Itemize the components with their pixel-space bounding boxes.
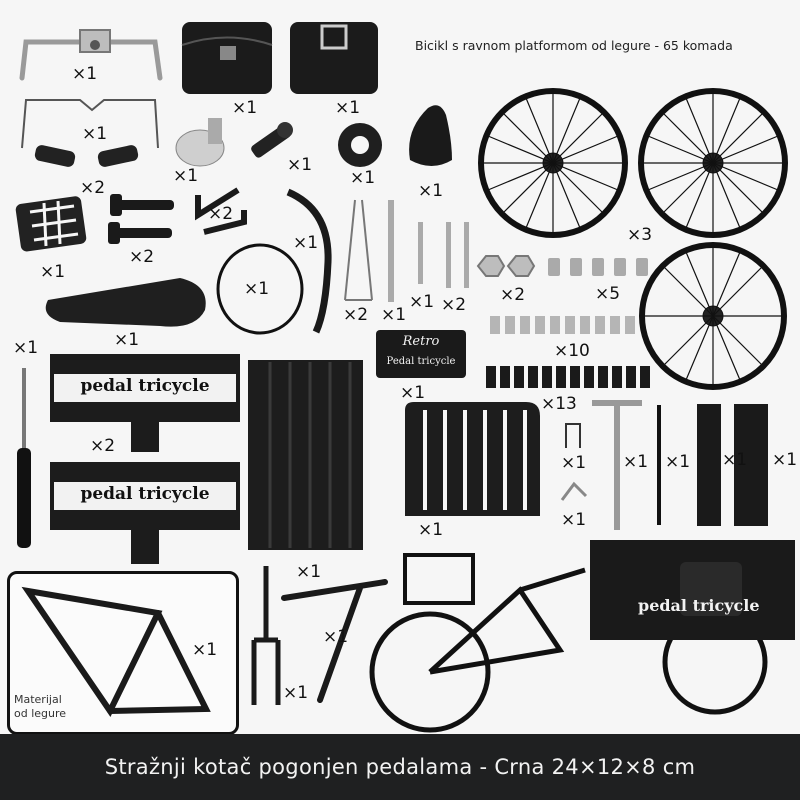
qty-spring-clip: ×2 (343, 305, 369, 325)
qty-sprocket: ×1 (350, 168, 376, 188)
qty-u-clip: ×1 (561, 453, 587, 473)
fender-part (286, 188, 332, 334)
chain-part (216, 243, 304, 335)
grips-part (34, 145, 139, 167)
qty-chain: ×1 (244, 279, 270, 299)
nameplate-bottom-text: Pedal tricycle (386, 356, 456, 367)
qty-screws-b: ×13 (541, 394, 577, 414)
qty-screwdriver: ×1 (13, 338, 39, 358)
qty-kickstand: ×1 (323, 627, 349, 647)
back-panel-part (405, 402, 540, 516)
qty-saddle: ×1 (418, 181, 444, 201)
product-title: Bicikl s ravnom platformom od legure - 6… (415, 38, 733, 53)
frame-label-line1: Materijal (14, 693, 62, 706)
saddle-part (409, 105, 452, 166)
qty-handlebar: ×1 (72, 64, 98, 84)
hook-part (560, 481, 588, 501)
pedals-part (108, 194, 174, 244)
frame-label-line2: od legure (14, 707, 67, 720)
parts-illustration (15, 22, 795, 733)
bolts-part (388, 200, 469, 302)
side-panel-top-text: pedal tricycle (80, 376, 210, 396)
chainguard-part (45, 278, 206, 327)
posts-part (697, 404, 768, 526)
nuts-part (476, 255, 536, 277)
screws-a-part (490, 316, 635, 334)
side-panel-bottom (50, 462, 240, 564)
fork-part (251, 566, 281, 705)
qty-back-panel: ×1 (418, 520, 444, 540)
qty-grips: ×2 (80, 178, 106, 198)
flat-panel-part (248, 360, 363, 550)
nameplate-top-text: Retro (402, 334, 440, 349)
qty-nameplate: ×1 (400, 383, 426, 403)
qty-wheels: ×3 (627, 225, 653, 245)
spring-clip-part (344, 199, 373, 301)
qty-post-a: ×1 (722, 450, 748, 470)
qty-basket: ×1 (40, 262, 66, 282)
handlebar-part (19, 29, 163, 81)
qty-screws-a: ×10 (554, 341, 590, 361)
qty-rack-wire: ×1 (82, 124, 108, 144)
qty-rod: ×1 (665, 452, 691, 472)
qty-side-panels: ×2 (90, 436, 116, 456)
side-panel-bottom-text: pedal tricycle (80, 484, 210, 504)
footer-caption: Stražnji kotač pogonjen pedalama - Crna … (104, 755, 696, 779)
screwdriver-part (17, 368, 31, 548)
qty-frame: ×1 (192, 640, 218, 660)
stem-part (251, 122, 293, 158)
qty-hook: ×1 (561, 510, 587, 530)
side-panel-top (50, 354, 240, 452)
basket-part (15, 196, 87, 252)
rack-wire-part (21, 99, 159, 149)
qty-axle-long: ×1 (409, 292, 435, 312)
qty-bag-right: ×1 (335, 98, 361, 118)
qty-t-handle: ×1 (623, 452, 649, 472)
t-handle-part (592, 400, 642, 530)
qty-axle-bolts: ×2 (441, 295, 467, 315)
kickstand-part (281, 579, 388, 703)
qty-pin: ×1 (381, 305, 407, 325)
bag-right-part (290, 22, 378, 94)
tricycle-box-text: pedal tricycle (638, 596, 760, 615)
frame-box-illustration (21, 586, 211, 717)
wheels-part (478, 88, 788, 390)
qty-brackets: ×2 (208, 204, 234, 224)
qty-chainguard: ×1 (114, 330, 140, 350)
bag-left-part (181, 22, 273, 94)
rod-part (657, 405, 661, 525)
nameplate-part (376, 330, 466, 378)
small-screws-part (548, 258, 648, 276)
qty-fork: ×1 (283, 683, 309, 703)
qty-fender: ×1 (293, 233, 319, 253)
qty-nuts: ×2 (500, 285, 526, 305)
qty-small-screws: ×5 (595, 284, 621, 304)
assembled-tricycle (369, 540, 795, 733)
u-clip-part (565, 423, 581, 448)
frame-material-label: Materijal od legure (14, 693, 66, 721)
brackets-part (195, 187, 247, 235)
footer-bar: Stražnji kotač pogonjen pedalama - Crna … (0, 734, 800, 800)
qty-bag-left: ×1 (232, 98, 258, 118)
bell-part (175, 118, 225, 167)
qty-stem: ×1 (287, 155, 313, 175)
qty-post-b: ×1 (772, 450, 798, 470)
screws-b-part (486, 366, 650, 388)
qty-pedals: ×2 (129, 247, 155, 267)
qty-bell: ×1 (173, 166, 199, 186)
sprocket-part (338, 123, 382, 167)
qty-flat-panel: ×1 (296, 562, 322, 582)
